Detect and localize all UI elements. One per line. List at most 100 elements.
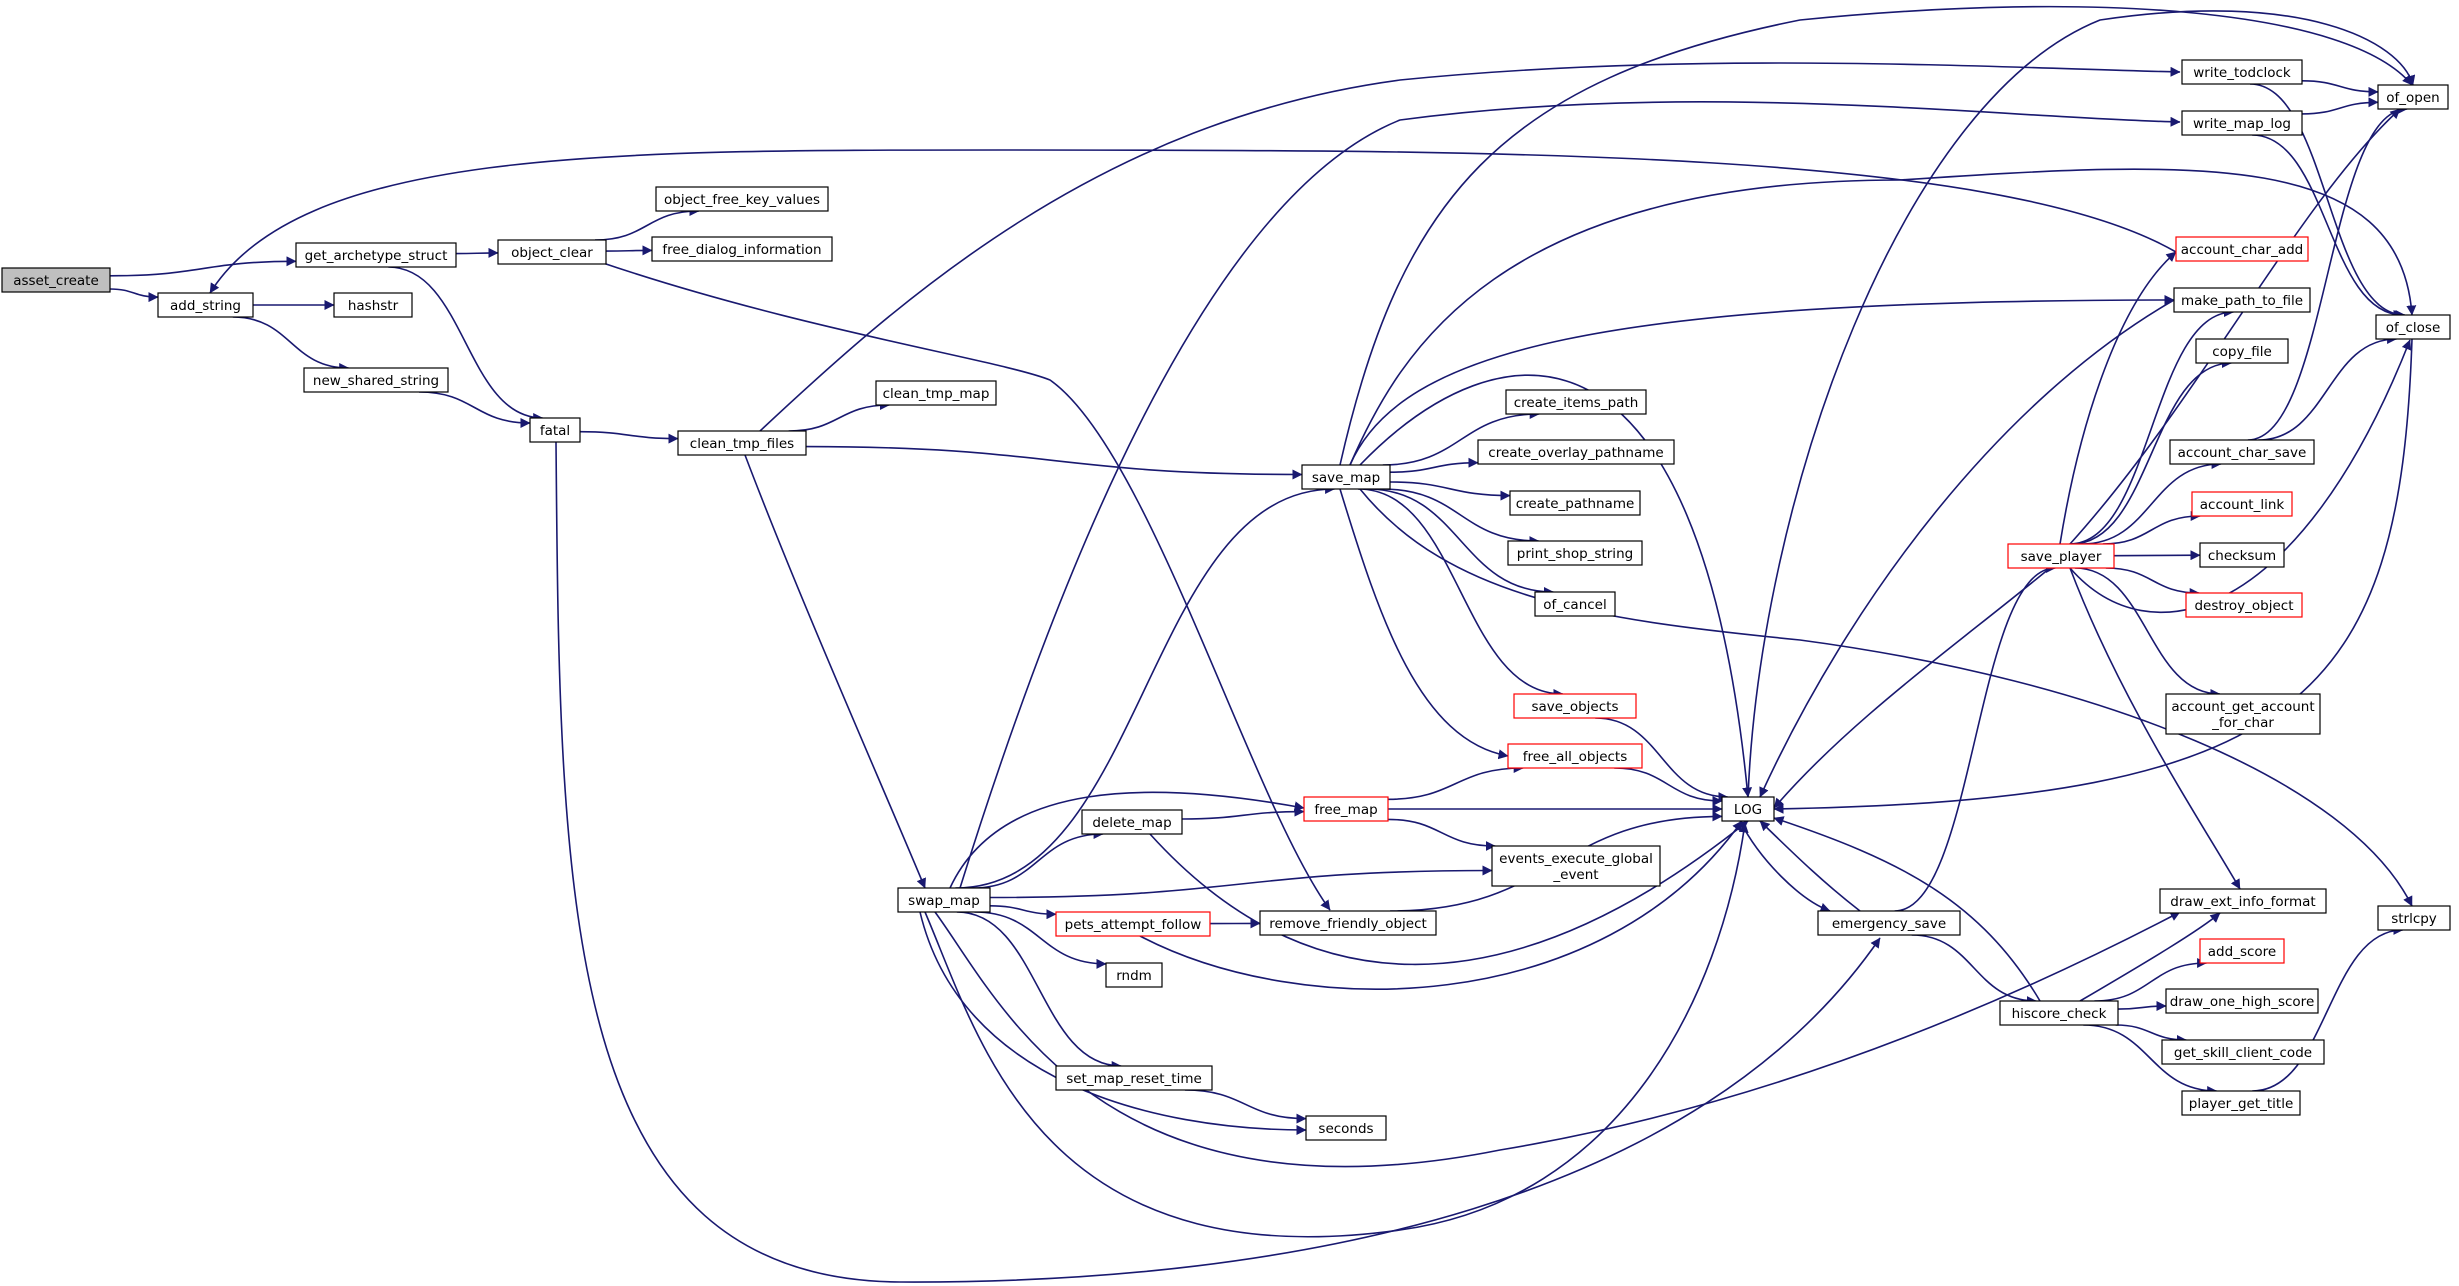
edge-write_map_log-to-of_close [2252, 134, 2404, 320]
node-of_cancel[interactable]: of_cancel [1534, 591, 1616, 617]
edge-object_clear-to-free_dialog_information [605, 245, 653, 256]
node-box [1, 267, 111, 293]
node-account_char_add[interactable]: account_char_add [2175, 236, 2309, 262]
node-label: account_char_save [2178, 445, 2307, 461]
edge-save_player-to-account_get_account_for_char [2074, 567, 2221, 699]
node-checksum[interactable]: checksum [2199, 542, 2285, 568]
node-draw_ext_info_format[interactable]: draw_ext_info_format [2159, 888, 2327, 914]
node-hashstr[interactable]: hashstr [333, 292, 413, 318]
node-free_all_objects[interactable]: free_all_objects [1507, 743, 1643, 769]
edge-hiscore_check-to-add_score [2094, 958, 2208, 1002]
node-box [295, 242, 457, 268]
edge-delete_map-to-free_map [1181, 806, 1305, 820]
node-save_player[interactable]: save_player [2007, 543, 2115, 569]
node-remove_friendly_object[interactable]: remove_friendly_object [1259, 910, 1437, 936]
node-label: add_string [170, 298, 241, 314]
node-of_close[interactable]: of_close [2375, 314, 2451, 340]
edge-save_player-to-draw_ext_info_format [2069, 567, 2241, 890]
node-account_get_account_for_char[interactable]: account_get_account_for_char [2165, 693, 2321, 735]
node-label: free_map [1314, 802, 1377, 818]
edge-save_player-to-account_link [2102, 511, 2201, 545]
edge-object_clear-to-object_free_key_values [594, 206, 700, 241]
node-player_get_title[interactable]: player_get_title [2181, 1090, 2301, 1116]
node-object_free_key_values[interactable]: object_free_key_values [655, 186, 829, 212]
edge-save_player-to-account_char_add [2059, 251, 2177, 545]
node-account_link[interactable]: account_link [2191, 491, 2293, 517]
edge-hiscore_check-to-draw_ext_info_format [2079, 912, 2221, 1002]
node-write_map_log[interactable]: write_map_log [2181, 110, 2303, 136]
node-pets_attempt_follow[interactable]: pets_attempt_follow [1055, 911, 1211, 937]
edge-swap_map-to-write_map_log [959, 101, 2181, 889]
edge-emergency_save-to-save_player [1894, 563, 2056, 912]
node-print_shop_string[interactable]: print_shop_string [1507, 540, 1643, 566]
node-strlcpy[interactable]: strlcpy [2377, 905, 2451, 931]
node-of_open[interactable]: of_open [2377, 84, 2449, 110]
edge-pets_attempt_follow-to-LOG [1139, 820, 1743, 990]
edge-emergency_save-to-hiscore_check [1911, 934, 2037, 1006]
node-account_char_save[interactable]: account_char_save [2169, 439, 2315, 465]
node-label: remove_friendly_object [1269, 916, 1427, 932]
node-emergency_save[interactable]: emergency_save [1817, 910, 1961, 936]
node-hiscore_check[interactable]: hiscore_check [1999, 1000, 2119, 1026]
node-write_todclock[interactable]: write_todclock [2181, 59, 2303, 85]
node-box [2195, 338, 2289, 364]
node-copy_file[interactable]: copy_file [2195, 338, 2289, 364]
node-swap_map[interactable]: swap_map [897, 887, 991, 913]
node-asset_create[interactable]: asset_create [1, 267, 111, 293]
node-label: write_map_log [2193, 116, 2291, 132]
edge-player_get_title-to-strlcpy [2252, 925, 2404, 1092]
node-label: object_clear [511, 245, 593, 261]
edge-fatal-to-emergency_save [555, 441, 1881, 1283]
edge-save_map-to-of_cancel [1367, 488, 1554, 597]
node-new_shared_string[interactable]: new_shared_string [303, 367, 449, 393]
node-clean_tmp_map[interactable]: clean_tmp_map [875, 380, 997, 406]
node-label: pets_attempt_follow [1065, 917, 1202, 933]
node-make_path_to_file[interactable]: make_path_to_file [2173, 287, 2311, 313]
edge-save_map-to-create_overlay_pathname [1389, 457, 1479, 473]
node-seconds[interactable]: seconds [1305, 1115, 1387, 1141]
node-box [2199, 542, 2285, 568]
node-box [1817, 910, 1961, 936]
node-LOG[interactable]: LOG [1721, 796, 1775, 822]
edge-account_char_save-to-of_close [2258, 334, 2398, 441]
node-delete_map[interactable]: delete_map [1081, 809, 1183, 835]
node-create_items_path[interactable]: create_items_path [1505, 389, 1647, 415]
node-object_clear[interactable]: object_clear [497, 239, 607, 265]
edge-save_map-to-strlcpy [1359, 488, 2413, 907]
node-destroy_object[interactable]: destroy_object [2185, 592, 2303, 618]
node-clean_tmp_files[interactable]: clean_tmp_files [677, 430, 807, 456]
node-fatal[interactable]: fatal [529, 417, 581, 443]
edge-swap_map-to-events_execute_global_event [989, 865, 1493, 899]
node-save_map[interactable]: save_map [1301, 464, 1391, 490]
node-set_map_reset_time[interactable]: set_map_reset_time [1055, 1065, 1213, 1091]
node-label: clean_tmp_map [883, 386, 990, 402]
node-label: strlcpy [2391, 911, 2437, 927]
node-free_dialog_information[interactable]: free_dialog_information [651, 236, 833, 262]
node-get_archetype_struct[interactable]: get_archetype_struct [295, 242, 457, 268]
edge-save_map-to-of_open [1339, 5, 2413, 466]
node-create_pathname[interactable]: create_pathname [1509, 490, 1641, 516]
edge-swap_map-to-seconds [919, 911, 1307, 1135]
node-get_skill_client_code[interactable]: get_skill_client_code [2161, 1039, 2325, 1065]
node-box [2165, 693, 2321, 735]
node-label: create_pathname [1516, 496, 1635, 512]
node-add_string[interactable]: add_string [157, 292, 254, 318]
node-label: create_items_path [1514, 395, 1639, 411]
node-create_overlay_pathname[interactable]: create_overlay_pathname [1477, 439, 1675, 465]
edge-of_close-to-LOG [1773, 338, 2413, 814]
node-free_map[interactable]: free_map [1303, 796, 1389, 822]
edge-asset_create-to-get_archetype_struct [109, 256, 297, 277]
node-box [1513, 693, 1637, 719]
node-label: hashstr [348, 298, 399, 314]
node-save_objects[interactable]: save_objects [1513, 693, 1637, 719]
node-box [651, 236, 833, 262]
node-rndm[interactable]: rndm [1105, 962, 1163, 988]
node-events_execute_global_event[interactable]: events_execute_global_event [1491, 845, 1661, 887]
node-draw_one_high_score[interactable]: draw_one_high_score [2165, 988, 2319, 1014]
node-box [2007, 543, 2115, 569]
edge-set_map_reset_time-to-seconds [1184, 1089, 1307, 1124]
edge-write_todclock-to-of_open [2301, 80, 2379, 97]
node-add_score[interactable]: add_score [2199, 938, 2285, 964]
edge-make_path_to_file-to-LOG [1759, 299, 2175, 798]
